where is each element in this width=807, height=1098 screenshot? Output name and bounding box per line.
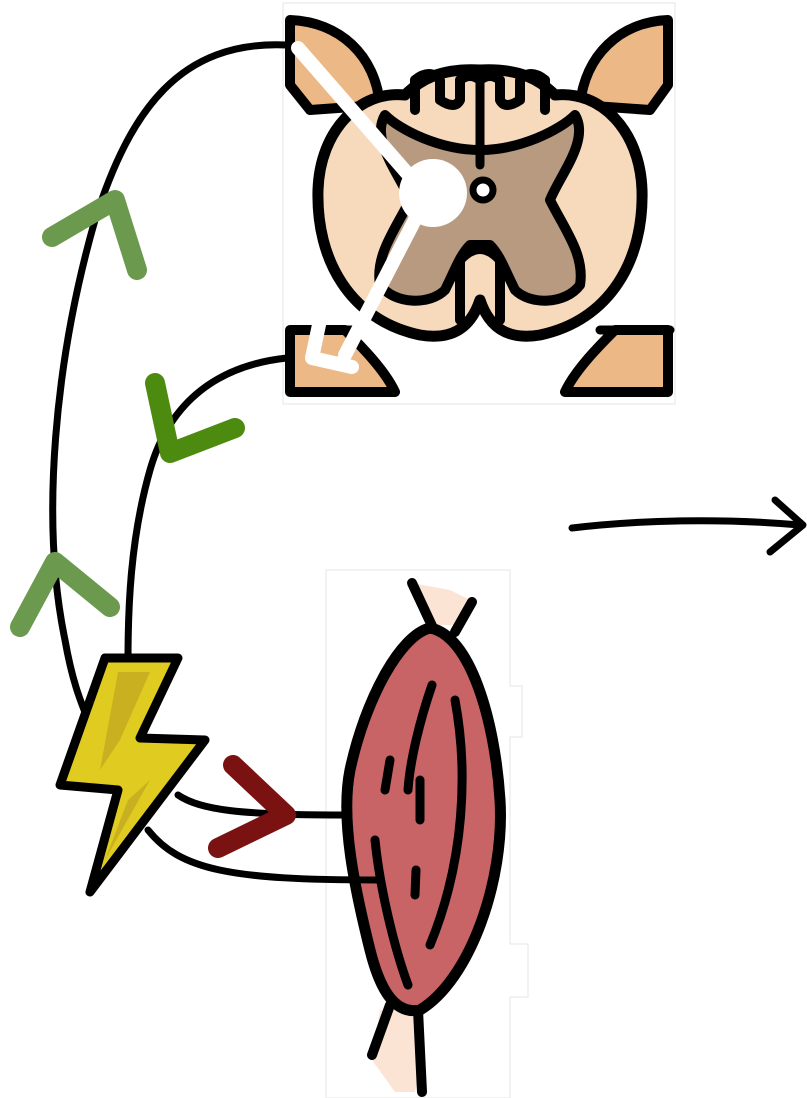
- sensory-arrowhead-lower: [20, 562, 110, 627]
- spinal-cord-icon: [283, 3, 675, 404]
- sensory-pathway-line: [53, 45, 287, 720]
- output-arrow-line: [572, 521, 800, 528]
- muscle-icon: [326, 570, 528, 1098]
- effector-arrowhead: [218, 765, 286, 848]
- sensory-arrowhead-upper: [52, 200, 137, 270]
- central-canal: [473, 180, 493, 200]
- muscle-fiber-3: [385, 760, 390, 790]
- muscle-fiber-6: [415, 870, 416, 895]
- synapse-node: [399, 159, 467, 227]
